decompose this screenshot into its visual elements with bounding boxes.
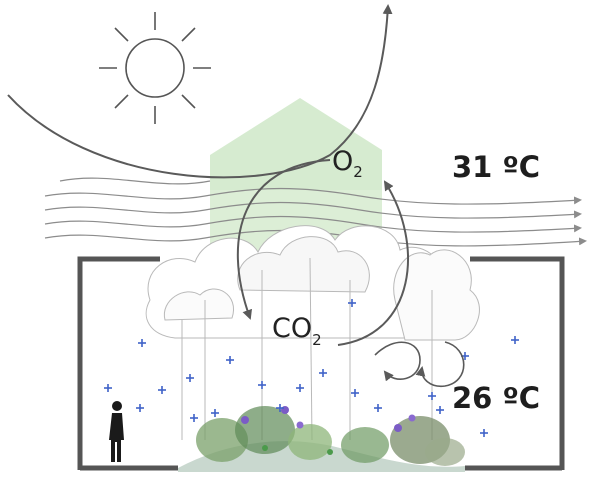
oxygen-label: O2 [332, 146, 363, 181]
sun-icon [99, 12, 211, 124]
person-silhouette-icon [109, 401, 124, 462]
outside-temperature: 31 ºC [452, 150, 540, 184]
shrubs [196, 406, 465, 466]
cycle-arrow-right [337, 180, 410, 346]
inside-temperature: 26 ºC [452, 381, 540, 415]
plus-sparkle-icon [104, 299, 519, 437]
solar-arc-arrow [7, 4, 393, 179]
tree-canopy [145, 225, 480, 441]
co2-label: CO2 [272, 313, 322, 349]
circulation-arrow-2 [415, 341, 465, 388]
circulation-arrow-1 [374, 341, 421, 382]
cycle-arrow-left [236, 159, 331, 320]
building-walls [77, 256, 565, 471]
